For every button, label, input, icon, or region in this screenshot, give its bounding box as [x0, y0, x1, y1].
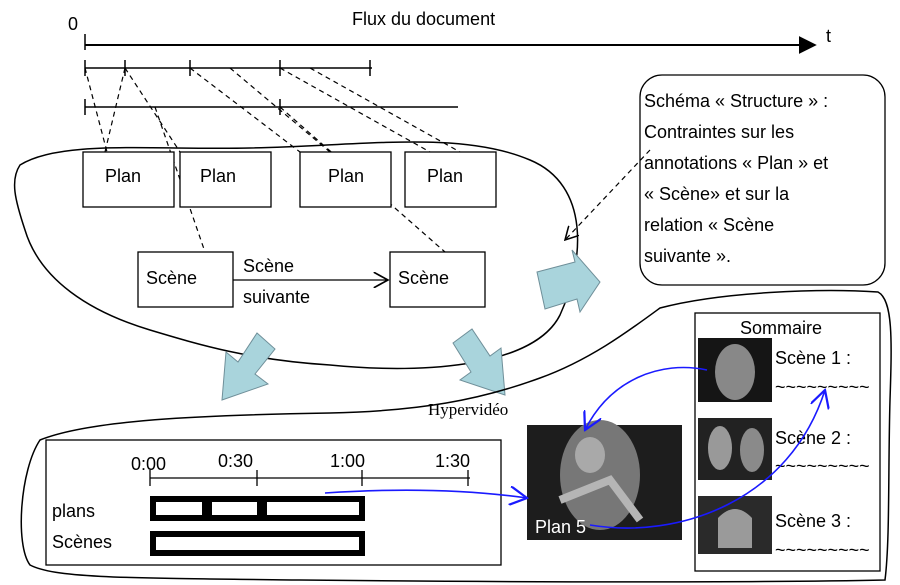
schema-line: « Scène» et sur la [644, 184, 790, 204]
summary-entry[interactable]: Scène 2 : ~~~~~~~~~ [698, 418, 870, 480]
timeline-tick-label: 0:00 [131, 454, 166, 474]
timeline-shot-segment[interactable] [156, 502, 202, 515]
shot-boxes: Plan Plan Plan Plan [82, 151, 497, 208]
timeline-tick-label: 0:30 [218, 451, 253, 471]
flow-title: Flux du document [352, 9, 495, 29]
transform-arrow [221, 332, 276, 401]
shot-box-label: Plan [427, 166, 463, 186]
timeline-tick-label: 1:00 [330, 451, 365, 471]
next-scene-label: suivante [243, 287, 310, 307]
schema-pointer-arrow [565, 149, 651, 240]
scene-box-left [137, 251, 234, 308]
flow-origin-label: 0 [68, 14, 78, 34]
schema-line: relation « Scène [644, 215, 774, 235]
next-scene-label: Scène [243, 256, 294, 276]
schema-line: Schéma « Structure » : [644, 91, 828, 111]
summary-entry[interactable]: Scène 3 : ~~~~~~~~~ [698, 496, 870, 560]
timeline-panel: 0:00 0:30 1:00 1:30 plans Scènes [45, 439, 502, 566]
video-frame-figure-head [575, 437, 605, 473]
scene-boxes: Scène Scène Scène suivante [137, 251, 486, 308]
shot-box-label: Plan [105, 166, 141, 186]
hypervideo-label: Hypervidéo [428, 400, 508, 419]
video-frame-figure [560, 420, 640, 530]
summary-thumbnail-arch [718, 509, 752, 548]
schema-line: annotations « Plan » et [644, 153, 828, 173]
summary-thumbnail-figure [715, 344, 755, 400]
timeline-tick-label: 1:30 [435, 451, 470, 471]
summary-title: Sommaire [740, 318, 822, 338]
summary-thumbnail-figure [708, 426, 732, 470]
link-timeline-to-video [324, 490, 527, 498]
scene-box-right [389, 251, 486, 308]
summary-entry-label: Scène 2 : [775, 428, 851, 448]
timeline-shot-segment[interactable] [267, 502, 359, 515]
timeline-row-label-shots: plans [52, 501, 95, 521]
shot-box [404, 151, 497, 208]
shot-box [82, 151, 175, 208]
hypervideo-region [20, 289, 892, 583]
flow-time-label: t [826, 26, 831, 46]
summary-entry-label: Scène 3 : [775, 511, 851, 531]
hyperlinks [324, 366, 825, 529]
timeline-shot-segment[interactable] [212, 502, 257, 515]
summary-entry-tilde: ~~~~~~~~~ [775, 377, 870, 397]
link-summary-to-video [585, 366, 708, 431]
transform-arrow [452, 328, 506, 396]
schema-box [639, 74, 886, 286]
summary-entry-tilde: ~~~~~~~~~ [775, 456, 870, 476]
document-flow: Flux du document 0 t [68, 9, 831, 115]
link-video-to-summary [589, 390, 825, 529]
scene-box-left-label: Scène [146, 268, 197, 288]
shot-box-label: Plan [200, 166, 236, 186]
transform-arrows [221, 249, 601, 401]
shot-box [299, 151, 392, 208]
structure-schema-callout: Schéma « Structure » : Contraintes sur l… [565, 74, 886, 286]
annotation-region [13, 141, 579, 370]
video-frame-caption: Plan 5 [535, 517, 586, 537]
scene-box-right-label: Scène [398, 268, 449, 288]
video-frame[interactable]: Plan 5 [527, 420, 682, 540]
schema-line: suivante ». [644, 246, 731, 266]
timeline-scene-segment[interactable] [156, 537, 359, 550]
summary-thumbnail-figure [740, 428, 764, 472]
transform-arrow [536, 249, 601, 314]
shot-box-label: Plan [328, 166, 364, 186]
summary-entry-tilde: ~~~~~~~~~ [775, 540, 870, 560]
summary-entry[interactable]: Scène 1 : ~~~~~~~~~ [698, 338, 870, 402]
shot-box [179, 151, 272, 208]
summary-panel: Sommaire Scène 1 : ~~~~~~~~~ Scène 2 : ~… [694, 312, 881, 572]
schema-line: Contraintes sur les [644, 122, 794, 142]
timeline-row-label-scenes: Scènes [52, 532, 112, 552]
video-frame-figure-arm [558, 475, 644, 523]
summary-entry-label: Scène 1 : [775, 348, 851, 368]
